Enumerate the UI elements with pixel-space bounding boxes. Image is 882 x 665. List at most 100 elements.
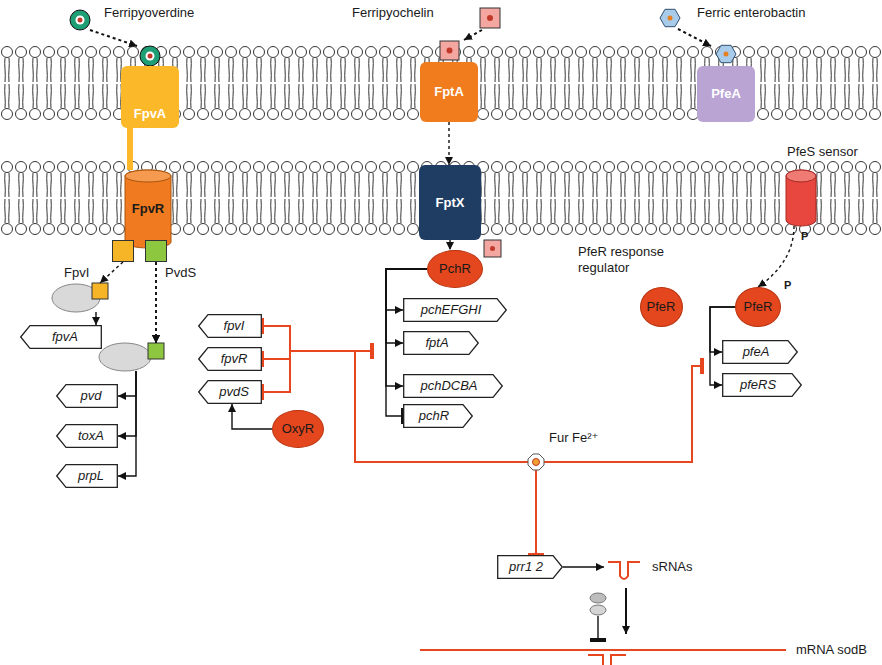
pyochelin-icon: [490, 246, 495, 251]
node-label: PchR: [439, 261, 471, 277]
gene-arrow: [199, 348, 262, 371]
connector-line: [127, 128, 133, 170]
regulator-circle: PfeR: [735, 287, 781, 327]
inner-membrane-protein: FpvR: [125, 170, 171, 248]
gene-arrow: fpvI: [198, 314, 262, 338]
connector-line: [95, 312, 96, 325]
node-label: FptA: [434, 84, 464, 100]
enterobactin-icon: [724, 52, 729, 57]
repression-line: [355, 351, 702, 462]
srna-pathway: [563, 566, 604, 567]
connector: [262, 351, 528, 462]
gene-arrow: [404, 299, 507, 322]
connector: [118, 262, 156, 476]
connector-line: [232, 404, 272, 429]
annotation-label: Ferripyochelin: [352, 5, 434, 21]
node-label: fpvI: [216, 318, 245, 334]
sensor-kinase: [786, 170, 816, 226]
gene-arrow: pchR: [403, 404, 473, 428]
node-label: pfeRS: [740, 377, 784, 393]
pyochelin-icon: [484, 240, 501, 257]
gene-arrow: pfeRS: [722, 373, 802, 397]
gene-arrow: fptA: [403, 331, 479, 355]
rna-polymerase: [92, 283, 108, 299]
permease-box: FptX: [419, 165, 481, 240]
annotation-label: Ferric enterobactin: [697, 5, 805, 21]
pyoverdine-icon: [90, 30, 137, 46]
node-label: PfeR: [744, 299, 773, 315]
node-label: prr1 2: [509, 559, 551, 575]
pyoverdine-icon: [76, 16, 85, 25]
node-label: prpL: [70, 468, 104, 484]
enterobactin-icon: [668, 16, 673, 21]
annotation-label: P: [784, 279, 791, 292]
connector-line: [386, 269, 427, 386]
node-label: OxyR: [282, 421, 315, 437]
connector-line: [535, 470, 537, 555]
iron-regulator: [533, 459, 540, 466]
srna-pathway: [590, 605, 606, 615]
sensor-kinase: [786, 170, 816, 226]
node-label: pvd: [73, 388, 102, 404]
connector-line: [155, 262, 156, 343]
enterobactin-icon: [716, 45, 736, 62]
gene-arrow: pvd: [56, 384, 118, 408]
gene-arrow: fpvA: [20, 325, 102, 349]
sigma-factor: PvdS: [145, 240, 167, 262]
pyochelin-icon: [487, 15, 493, 21]
pyoverdine-icon: [148, 54, 153, 59]
node-label: PfeR: [647, 299, 676, 315]
connector: [262, 351, 528, 462]
node-label: fpvR: [213, 351, 248, 367]
connector-line: [262, 326, 528, 462]
node-label: pchR: [419, 408, 457, 424]
annotation-label: PfeR response regulator: [578, 244, 678, 275]
connector-line: [118, 371, 136, 396]
sensor-kinase: [786, 170, 816, 182]
node-label: FptX: [436, 195, 465, 211]
connector: [130, 128, 131, 170]
rna-polymerase: [99, 343, 151, 371]
srna-pathway: [625, 588, 627, 634]
gene-arrow: pchDCBA: [403, 374, 503, 398]
sigma-factor: FpvI: [112, 240, 134, 262]
connector: [262, 326, 528, 462]
gene-arrow: [404, 375, 503, 398]
node-heading: Fur Fe²⁺: [548, 430, 599, 446]
connector: [386, 269, 427, 386]
connector: [96, 262, 123, 325]
gene-arrow: [199, 381, 262, 404]
node-heading: PvdS: [164, 265, 197, 281]
srna-pathway: [420, 649, 786, 651]
annotation-label: sRNAs: [652, 559, 692, 575]
outer-membrane-receptor: FptA: [420, 62, 478, 122]
connector: [118, 262, 156, 396]
repression-line: [355, 350, 372, 352]
node-label: pchDCBA: [420, 378, 485, 394]
pyoverdine-icon: [146, 52, 155, 61]
connector-line: [118, 371, 136, 476]
gene-arrow: [199, 315, 262, 338]
gene-arrow: prpL: [56, 464, 118, 488]
connector-line: [100, 262, 123, 283]
gene-arrow: pchEFGHI: [403, 298, 507, 322]
annotation-label: mRNA sodB: [796, 642, 867, 658]
node-label: fptA: [425, 335, 456, 351]
repression-line: [544, 366, 702, 462]
node-label: fpvA: [44, 329, 78, 345]
pyochelin-icon: [440, 41, 459, 60]
connector-line: [155, 262, 156, 343]
node-label: toxA: [70, 428, 104, 444]
gene-arrow: [404, 332, 479, 355]
gene-arrow: toxA: [56, 424, 118, 448]
connector-line: [118, 371, 136, 436]
gene-arrow: [57, 465, 118, 488]
node-label: PfeA: [711, 86, 741, 102]
connector-line: [758, 226, 794, 287]
pyochelin-icon: [464, 30, 482, 40]
gene-arrow: [57, 385, 118, 408]
sensor-kinase: PfeS sensor: [786, 170, 816, 226]
connector: [758, 226, 794, 287]
gene-arrow: [723, 374, 802, 397]
